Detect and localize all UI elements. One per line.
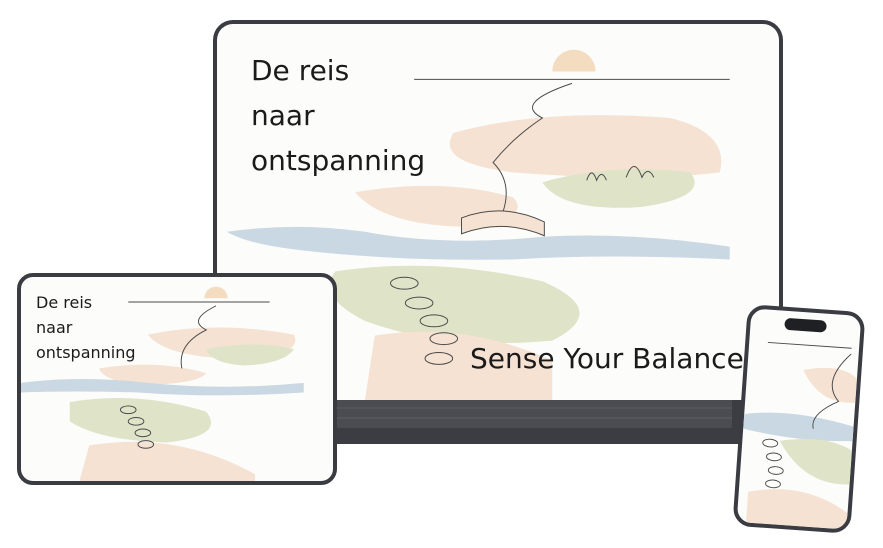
laptop-title: De reis naar ontspanning bbox=[251, 54, 426, 177]
tablet-title: De reis naar ontspanning bbox=[36, 293, 136, 362]
tablet-screen: De reis naar ontspanning bbox=[17, 273, 337, 485]
keyboard-icon bbox=[332, 398, 732, 428]
phone-device bbox=[732, 304, 866, 534]
illustration-landscape-icon bbox=[226, 49, 740, 400]
illustration-landscape-icon bbox=[21, 286, 304, 481]
illustration-landscape-icon bbox=[743, 341, 857, 530]
laptop-screen: De reis naar ontspanning Sense Your Bala… bbox=[213, 20, 783, 400]
phone-screen bbox=[732, 304, 866, 534]
laptop-keyboard-base bbox=[292, 392, 754, 444]
tagline: Sense Your Balance bbox=[470, 342, 744, 375]
